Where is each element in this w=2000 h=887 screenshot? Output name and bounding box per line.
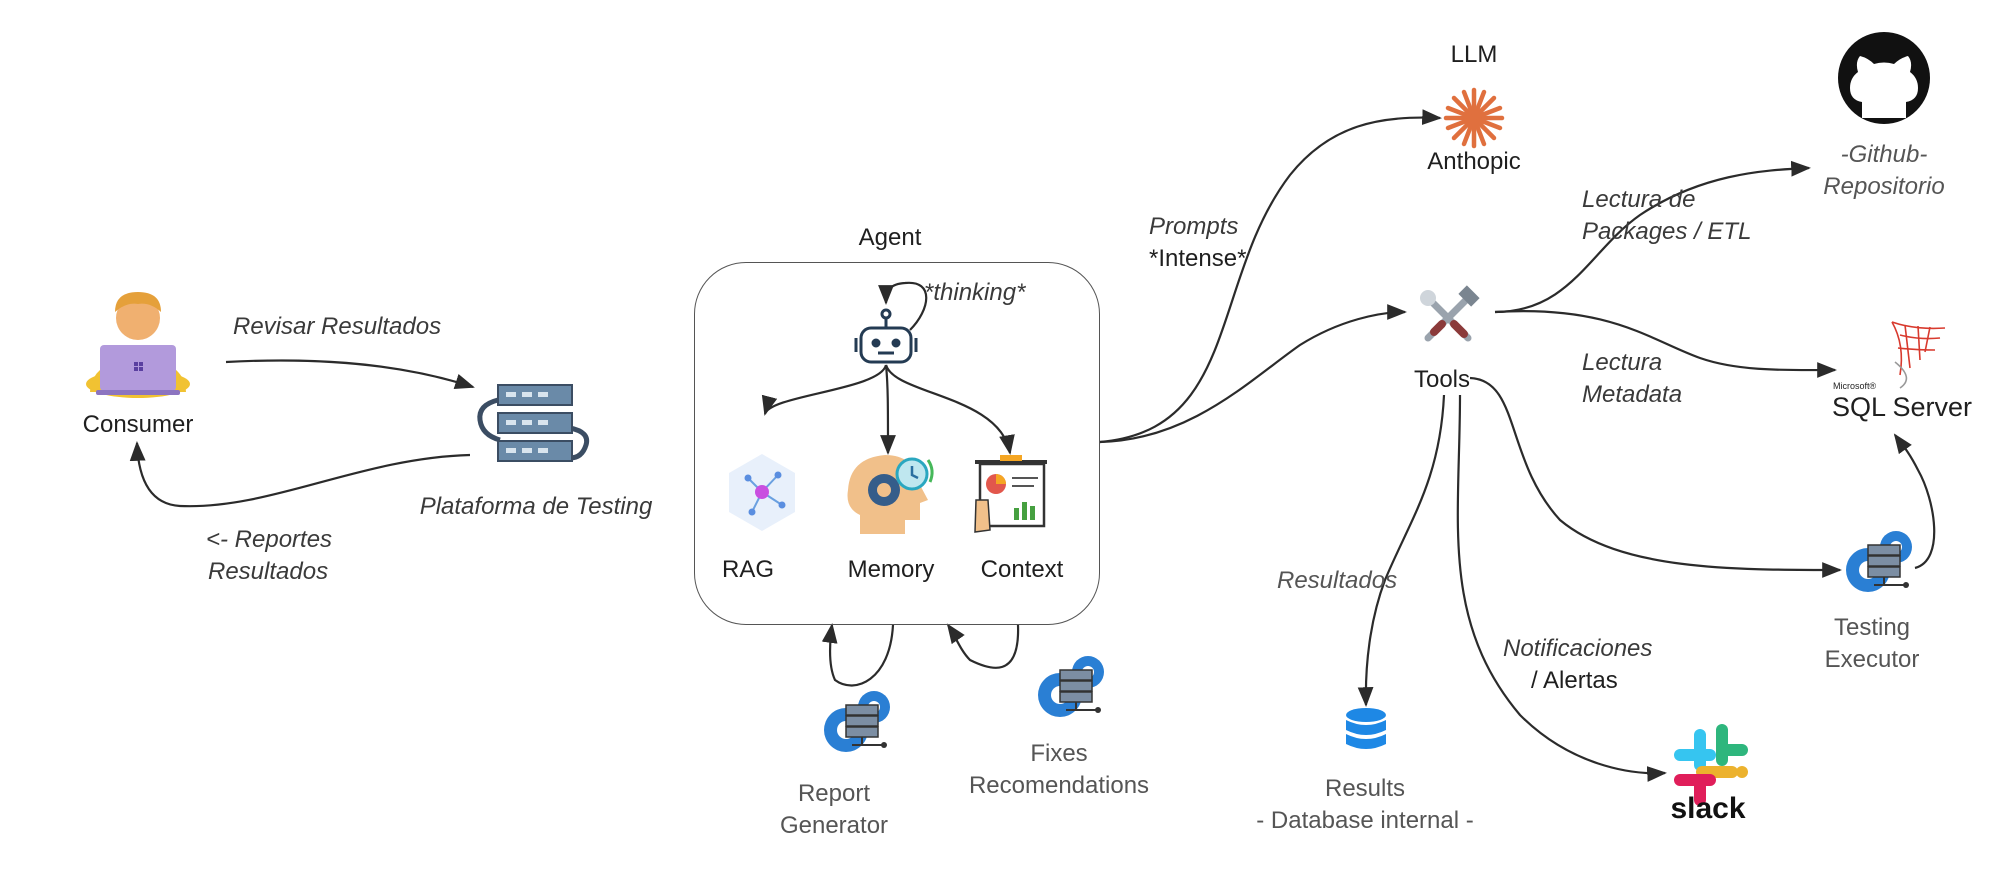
github-line1: -Github- (1840, 141, 1928, 168)
memory-head-gear-icon (847, 455, 934, 534)
edge-label-resultados: Resultados (1277, 567, 1398, 594)
context-label: Context (980, 556, 1064, 583)
edge-executor-to-sqlserver (1893, 433, 1936, 570)
edge-tools-to-slack (1456, 394, 1667, 782)
edge-label-revisar: Revisar Resultados (233, 313, 442, 340)
edge-label-lectura-packages-line2: Packages / ETL (1582, 218, 1752, 245)
consumer-label: Consumer (82, 411, 194, 438)
sql-server-label: SQL Server (1832, 392, 1973, 422)
edge-reportgen-to-agent (821, 623, 895, 687)
testing-executor-gear-server-icon (1846, 531, 1912, 592)
anthropic-label: Anthopic (1427, 148, 1521, 175)
fixes-gear-server-icon (1038, 656, 1104, 717)
edge-agent-to-llm (1099, 109, 1442, 444)
tools-label: Tools (1413, 366, 1471, 393)
database-icon (1346, 708, 1386, 749)
anthropic-logo-icon (1443, 87, 1505, 149)
edge-agent-to-context (884, 364, 1015, 455)
slack-logo-icon (1674, 724, 1748, 806)
edge-label-notificaciones-line2: / Alertas (1531, 667, 1618, 694)
edge-label-notificaciones-line1: Notificaciones (1503, 635, 1653, 662)
rag-network-icon (729, 454, 795, 531)
sql-server-microsoft-mark: Microsoft® (1833, 381, 1877, 391)
tools-wrench-hammer-icon (1420, 285, 1480, 342)
edge-label-reportes-line2: Resultados (208, 558, 329, 585)
edge-label-lectura-metadata-line2: Metadata (1582, 381, 1683, 408)
memory-label: Memory (847, 556, 935, 583)
results-db-line1: Results (1324, 775, 1406, 802)
robot-icon (854, 308, 918, 364)
edge-plataforma-to-consumer (129, 441, 471, 508)
edge-label-lectura-packages-line1: Lectura de (1582, 186, 1696, 213)
edge-tools-to-sqlserver (1494, 310, 1837, 378)
fixes-line1: Fixes (1030, 740, 1088, 767)
edge-agent-self-thinking (878, 281, 928, 331)
edge-agent-to-rag (761, 364, 888, 416)
agent-container (694, 262, 1100, 625)
edge-tools-to-github (1494, 160, 1811, 314)
slack-label: slack (1670, 792, 1746, 825)
rag-label: RAG (721, 556, 775, 583)
sql-server-logo-icon (1891, 321, 1946, 389)
testing-executor-line1: Testing (1833, 614, 1911, 641)
report-generator-gear-server-icon (824, 691, 890, 752)
testing-executor-line2: Executor (1824, 646, 1920, 673)
edge-tools-to-testing-executor (1469, 376, 1842, 578)
github-logo-icon (1838, 32, 1930, 124)
thinking-label: *thinking* (924, 279, 1026, 306)
llm-title: LLM (1450, 41, 1498, 68)
edge-label-prompts-line2: *Intense* (1149, 245, 1247, 272)
report-generator-line1: Report (797, 780, 871, 807)
plataforma-label: Plataforma de Testing (419, 493, 653, 520)
report-generator-line2: Generator (779, 812, 889, 839)
results-db-line2: - Database internal - (1256, 807, 1474, 834)
edge-consumer-to-plataforma (225, 359, 475, 390)
github-line2: Repositorio (1823, 173, 1945, 200)
edge-label-prompts-line1: Prompts (1149, 213, 1239, 240)
server-rack-icon (477, 384, 590, 462)
consumer-person-icon (86, 292, 190, 398)
context-presentation-icon (974, 455, 1047, 533)
fixes-line2: Recomendations (968, 772, 1150, 799)
edge-tools-to-results (1357, 394, 1446, 707)
edge-agent-to-memory (880, 364, 896, 455)
edge-label-lectura-metadata-line1: Lectura (1582, 349, 1663, 376)
edge-label-reportes-line1: <- Reportes (206, 526, 333, 553)
edge-fixes-to-agent (946, 623, 1020, 669)
agent-title: Agent (858, 224, 922, 251)
edge-agent-to-tools (1099, 304, 1407, 444)
